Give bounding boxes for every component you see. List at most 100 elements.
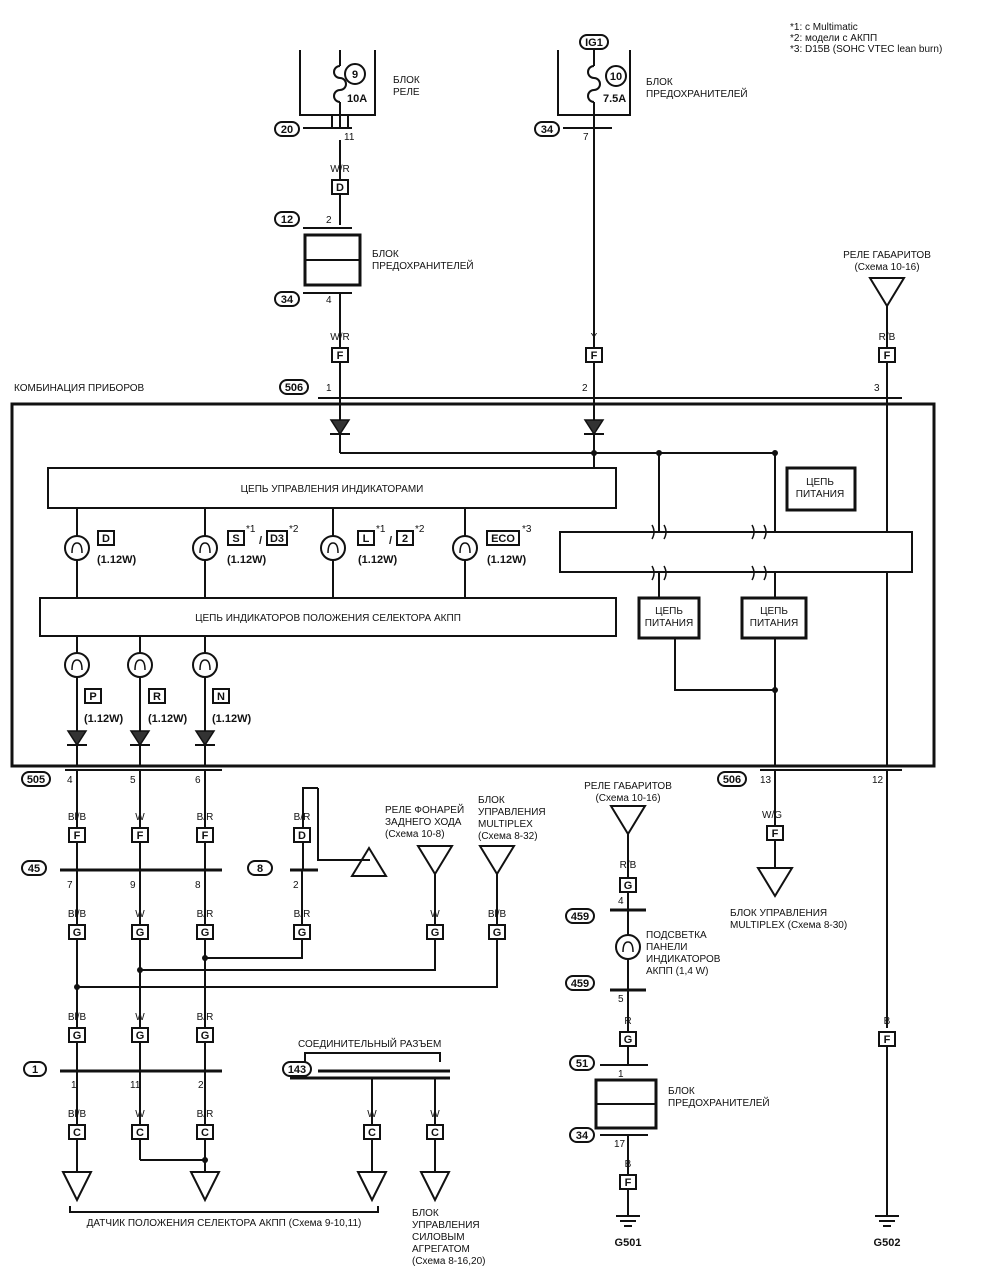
connector-number: 143 [288,1064,306,1076]
diode-icon [329,419,351,436]
cluster-bottom-connectors: 505 4 5 6 506 13 12 [21,769,902,787]
note-2: *2: модели с АКПП [790,33,877,44]
connector-number: 51 [576,1058,588,1070]
pcm-label: АГРЕГАТОМ [412,1244,470,1255]
connector-number: 459 [571,978,589,990]
pin-number: 3 [874,383,880,394]
terminal-letter: F [772,828,779,840]
connector-badge [21,860,47,876]
wire-color: B/R [197,909,214,920]
indicator-control-circuit [47,467,617,509]
ground-label: G502 [874,1237,901,1249]
reverse-relay-label: (Схема 10-8) [385,829,445,840]
terminal-box [196,924,214,940]
wire-color: Bl/B [68,812,87,823]
connector-badge [565,975,595,991]
multiplex-label: MULTIPLEX [478,819,533,830]
gabarit-relay-top: РЕЛЕ ГАБАРИТОВ (Схема 10-16) R/B F [843,250,931,398]
wire-color: R [624,1016,631,1027]
power-circuit-label: ПИТАНИЯ [750,618,798,629]
position-lamps: P (1.12W) R (1.12W) N (1.12W) [64,636,251,766]
note-1: *1: с Multimatic [790,22,858,33]
connection-triangle-icon [61,1171,93,1203]
multiplex-and-ground: W/G F БЛОК УПРАВЛЕНИЯ MULTIPLEX (Схема 8… [730,770,900,1249]
connector-badge [274,291,300,307]
slash-separator: / [389,535,392,547]
connector-number: 505 [27,774,45,786]
lamp-wattage: (1.12W) [148,713,187,725]
terminal-letter: G [136,1030,145,1042]
indicator-symbol-box [97,530,115,546]
wire-color: W [430,909,440,920]
pin-number: 5 [618,994,624,1005]
indicator-symbol-box [486,530,520,546]
wire-color: R/B [879,332,896,343]
pin-number: 1 [618,1069,624,1080]
connector-number: 459 [571,911,589,923]
relay-block: 9 10A БЛОК РЕЛЕ 20 11 W/R D [274,50,420,225]
gabarit-relay-label-1: РЕЛЕ ГАБАРИТОВ [843,250,931,261]
gabarit-relay-label: (Схема 10-16) [595,793,660,804]
connection-triangle-icon [478,845,516,876]
connector-number: 12 [281,214,293,226]
connector-number: 34 [541,124,554,136]
connector-badge [23,1061,47,1077]
terminal-letter: F [202,830,209,842]
terminal-box [293,827,311,843]
wire-color: B/R [294,812,311,823]
bulb-icon [127,652,153,678]
wire-color: B/R [197,1109,214,1120]
bulb-icon [320,535,346,561]
cluster-title: КОМБИНАЦИЯ ПРИБОРОВ [14,383,145,394]
terminal-box [766,825,784,841]
connector-badge [274,121,300,137]
pin-number: 4 [67,775,73,786]
relay-block-label-2: РЕЛЕ [393,87,420,98]
lamp-symbol-box [84,688,102,704]
indicator-symbol-box [357,530,375,546]
pcm-label: УПРАВЛЕНИЯ [412,1220,480,1231]
backlight-label: АКПП (1,4 W) [646,966,708,977]
pin-number: 8 [195,880,201,891]
wire-color: W [367,1109,377,1120]
wire-color: B [884,1016,891,1027]
connector-badge [717,771,747,787]
wire-color: B [625,1159,632,1170]
connector-badge [565,908,595,924]
diode-icon [66,730,88,747]
terminal-letter: C [73,1127,81,1139]
wire-color: Bl/B [68,1109,87,1120]
lamp-symbol: R [153,691,161,703]
terminal-letter: G [493,927,502,939]
connection-triangle-icon [868,277,906,308]
pin-number: 4 [618,896,624,907]
gabarit-relay-label-2: (Схема 10-16) [854,262,919,273]
pin-number: 11 [344,132,355,143]
lamp-wattage: (1.12W) [84,713,123,725]
terminal-box [131,924,149,940]
power-circuit-label: ЦЕПЬ [760,606,788,617]
fuse-block-label-2: ПРЕДОХРАНИТЕЛЕЙ [372,259,474,272]
wire-color: W/G [762,810,782,821]
ground-icon [875,1215,899,1227]
selector-position-circuit [39,597,617,637]
power-circuit-box [740,596,808,640]
connection-triangle-icon [356,1171,388,1203]
wire-color: B/R [197,1012,214,1023]
indicator-symbol: 2 [402,533,408,545]
pcm-label: (Схема 8-16,20) [412,1256,485,1267]
fuse-block-label: БЛОК [668,1086,695,1097]
terminal-letter: G [73,927,82,939]
diode-icon [583,419,605,436]
pin-number: 13 [760,775,772,786]
bulb-icon [452,535,478,561]
terminal-letter: G [136,927,145,939]
terminal-letter: C [201,1127,209,1139]
pin-number: 2 [326,215,332,226]
multiplex-label: MULTIPLEX (Схема 8-30) [730,920,847,931]
footnotes: *1: с Multimatic *2: модели с АКПП *3: D… [790,22,942,55]
multiplex-label: БЛОК УПРАВЛЕНИЯ [730,908,827,919]
power-circuit-label: ЦЕПЬ [806,477,834,488]
terminal-letter: G [201,1030,210,1042]
joint-connector-label: СОЕДИНИТЕЛЬНЫЙ РАЗЪЕМ [298,1037,441,1050]
